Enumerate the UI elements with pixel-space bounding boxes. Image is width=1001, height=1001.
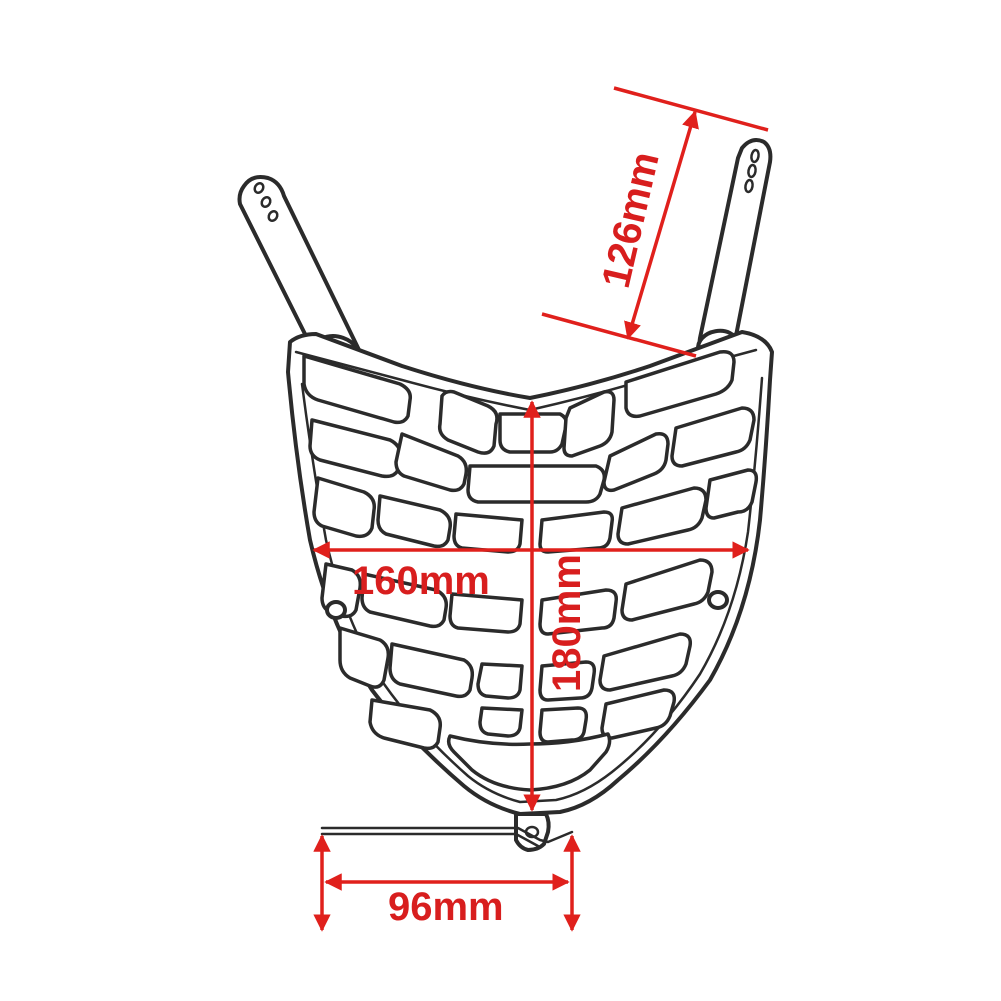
bracket-hole [750, 148, 760, 164]
side-bolts [325, 590, 729, 620]
dim-extension-line [613, 86, 769, 132]
dimension-grill-height: 180mm [523, 400, 589, 812]
base-plate-side-view [320, 826, 574, 848]
left-side-bolt [325, 600, 347, 620]
bracket-hole [253, 181, 265, 195]
bracket-height-label: 126mm [594, 148, 668, 292]
right-mounting-bracket [696, 138, 773, 364]
bracket-hole [747, 163, 757, 179]
right-side-bolt [707, 590, 729, 610]
base-width-label: 96mm [388, 885, 504, 929]
bracket-hole [267, 209, 279, 223]
dim-extension-line [541, 312, 697, 358]
grill-width-label: 160mm [352, 559, 490, 603]
dimension-base-width: 96mm [313, 834, 581, 932]
bottom-mounting-tab [514, 812, 551, 852]
dim-arrow-line [624, 110, 699, 340]
bracket-hole [260, 195, 272, 209]
bracket-hole [744, 178, 754, 194]
grill-height-label: 180mm [545, 554, 589, 692]
